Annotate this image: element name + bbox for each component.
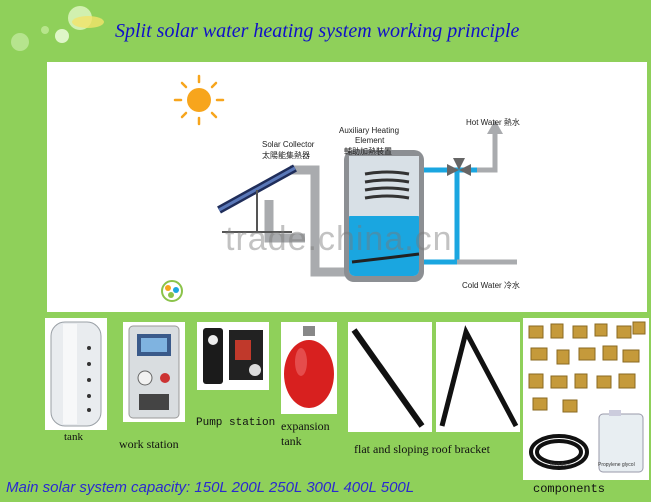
cold-water-label: Cold Water 冷水 — [462, 281, 520, 290]
solar-collector — [217, 164, 297, 233]
solar-collector-label-cn: 太陽能集熱器 — [262, 151, 310, 160]
solar-collector-label: Solar Collector — [262, 140, 315, 149]
system-diagram — [161, 74, 517, 302]
flextubes-label: flextubes — [550, 462, 571, 468]
circulation-pipes — [264, 165, 367, 277]
sun-icon — [173, 74, 225, 126]
mixing-valve-icon — [447, 158, 471, 176]
decorative-flowers — [11, 6, 104, 51]
watermark: trade.china.cn — [225, 220, 453, 258]
work-station-image — [123, 322, 185, 422]
work-station-caption: work station — [119, 437, 179, 451]
sloping-roof-bracket-image — [436, 322, 520, 432]
expansion-tank-caption-2: tank — [281, 434, 302, 448]
brand-logo-icon — [161, 280, 183, 302]
page-title: Split solar water heating system working… — [115, 20, 520, 42]
water-tank — [344, 150, 424, 282]
pump-station-image — [197, 322, 269, 390]
outlet-pipes — [457, 132, 517, 265]
expansion-tank-caption-1: expansion — [281, 419, 330, 433]
capacity-footer: Main solar system capacity: 150L 200L 25… — [6, 479, 415, 496]
components-image — [523, 318, 649, 480]
tank-image — [45, 318, 107, 430]
flat-roof-bracket-image — [348, 322, 432, 432]
aux-heating-label-cn: 輔助加熱裝置 — [344, 147, 392, 156]
expansion-tank-image — [281, 322, 337, 414]
aux-heating-label: Auxiliary Heating — [339, 126, 400, 135]
pump-station-caption: Pump station — [196, 417, 276, 429]
aux-heating-label-2: Element — [355, 136, 385, 145]
roof-bracket-caption: flat and sloping roof bracket — [354, 442, 490, 456]
hot-water-arrow-icon — [487, 120, 503, 134]
glycol-label: Propylene glycol — [598, 462, 635, 468]
tank-caption: tank — [64, 431, 83, 443]
components-caption: components — [533, 482, 606, 496]
hot-water-label: Hot Water 熱水 — [466, 118, 520, 127]
